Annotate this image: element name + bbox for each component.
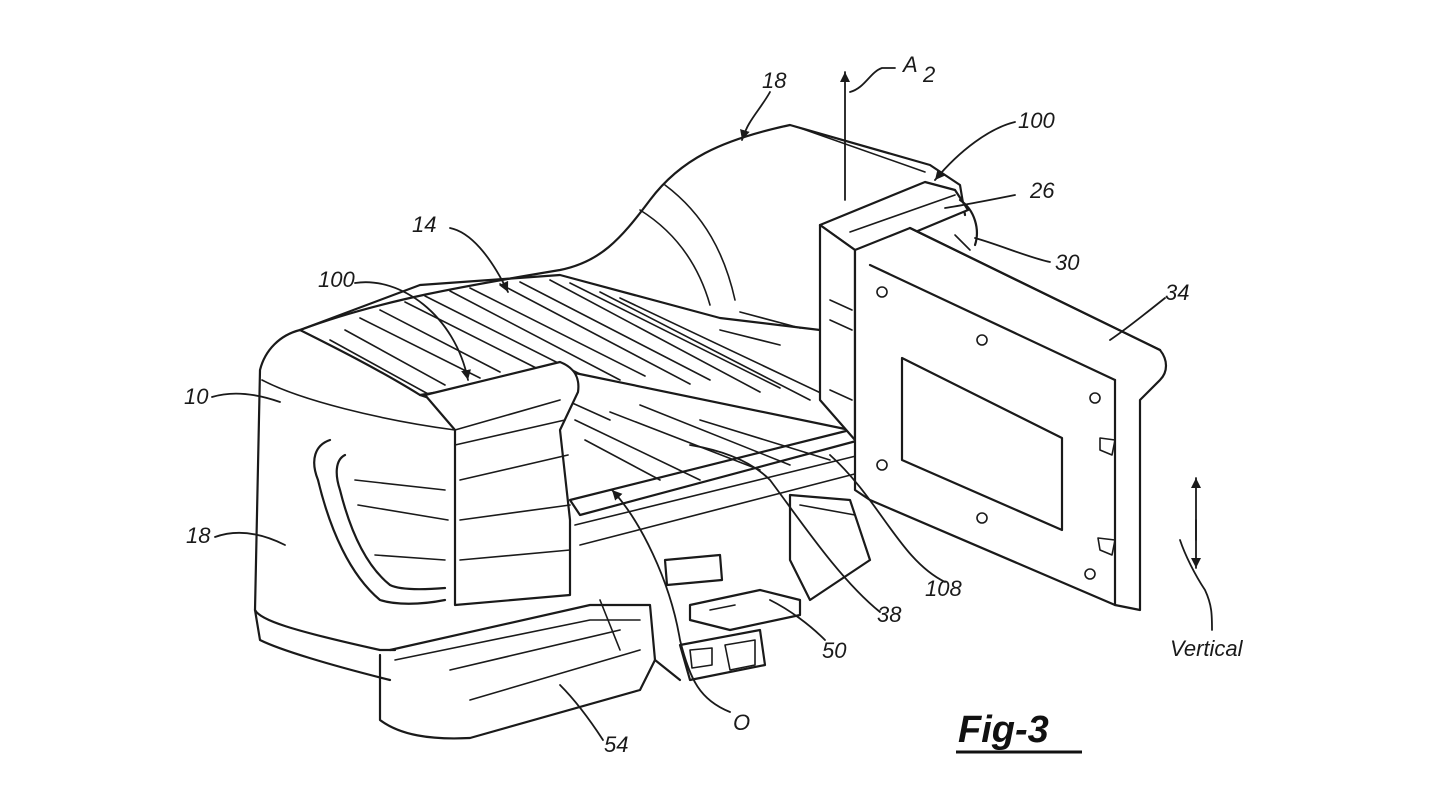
label-14: 14 [412, 212, 436, 237]
hitch-receiver [653, 553, 802, 682]
left-bracket [423, 360, 580, 607]
label-50: 50 [822, 638, 847, 663]
label-26: 26 [1029, 178, 1055, 203]
caption-text: Fig-3 [958, 709, 1049, 751]
label-o: O [733, 710, 750, 735]
truck-bed-drawing [253, 67, 1213, 740]
figure-caption: Fig-3 [956, 709, 1082, 754]
label-100-left: 100 [318, 267, 355, 292]
right-bracket [818, 180, 978, 442]
label-30: 30 [1055, 250, 1080, 275]
label-18-top: 18 [762, 68, 787, 93]
side-panel [853, 226, 1168, 612]
bed-floor-ribs [329, 279, 831, 481]
label-axis-subscript: 2 [922, 62, 935, 87]
label-38: 38 [877, 602, 902, 627]
left-tail-corner [253, 328, 456, 682]
label-10: 10 [184, 384, 209, 409]
label-54: 54 [604, 732, 628, 757]
label-34: 34 [1165, 280, 1189, 305]
label-vertical: Vertical [1170, 636, 1244, 661]
rear-bumper [378, 493, 872, 740]
label-18-side: 18 [186, 523, 211, 548]
label-108: 108 [925, 576, 962, 601]
leader-lines [211, 91, 1166, 741]
label-axis-a: A [901, 52, 918, 77]
reference-labels: 18 A 2 100 26 30 34 14 100 10 18 108 38 … [184, 52, 1244, 757]
label-100-right: 100 [1018, 108, 1055, 133]
